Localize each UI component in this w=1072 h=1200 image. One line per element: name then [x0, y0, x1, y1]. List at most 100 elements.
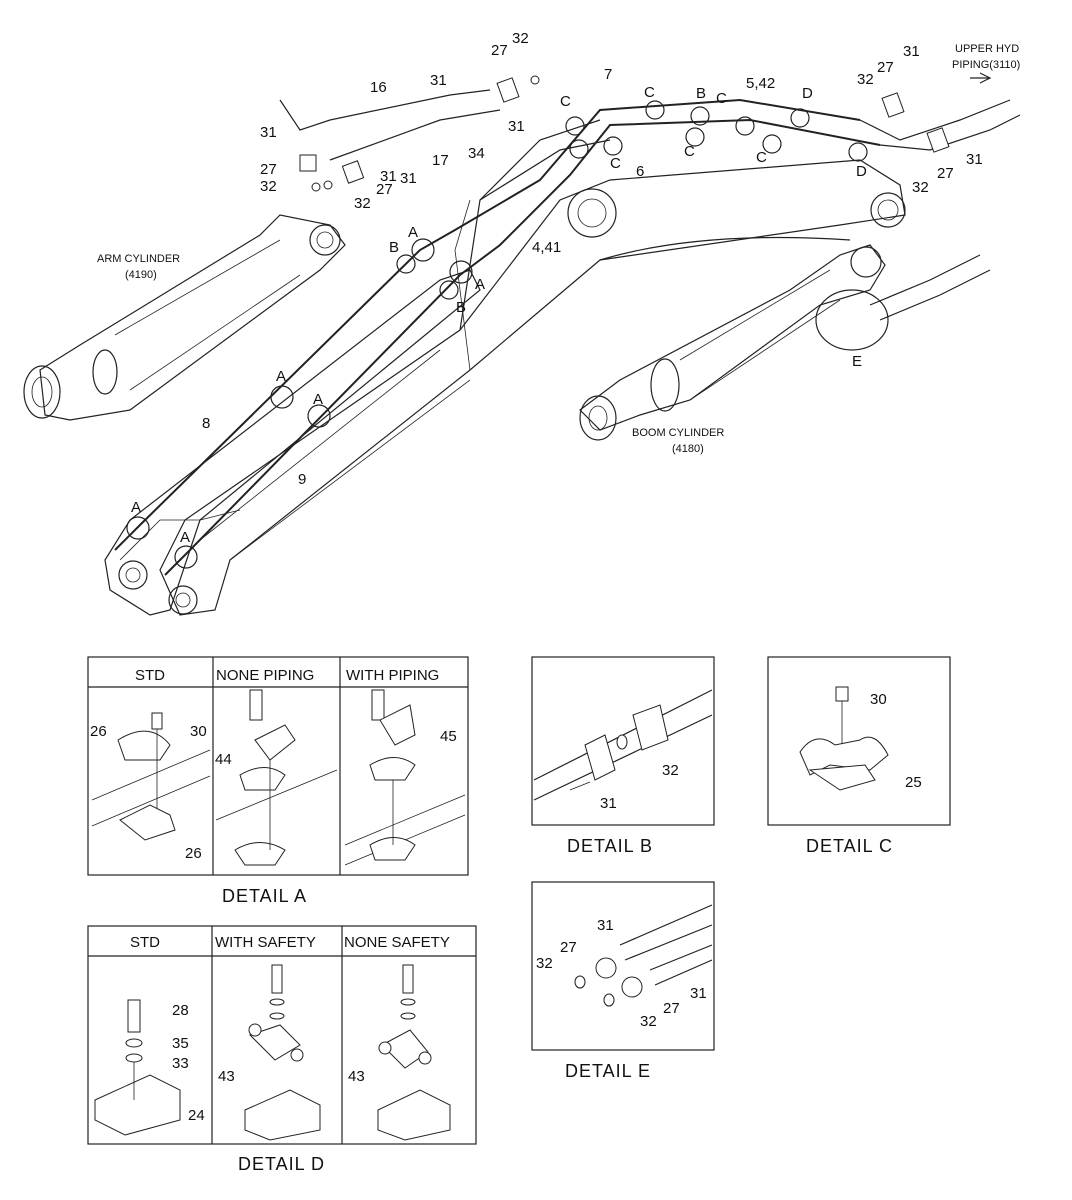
detail-c-callout: 25: [905, 774, 922, 791]
top-fittings: [299, 75, 950, 192]
callout: 31: [430, 72, 447, 89]
callout: 31: [380, 168, 397, 185]
detail-d-callout: 33: [172, 1055, 189, 1072]
arm-cylinder-label: ARM CYLINDER: [97, 253, 180, 265]
detail-b-callout: 32: [662, 762, 679, 779]
main-callouts: 32 27 31 31 16 7 C C B C 5,42 D 31 32 27…: [131, 30, 983, 546]
callout: C: [756, 149, 767, 166]
callout: 32: [512, 30, 529, 47]
detail-d-callout: 35: [172, 1035, 189, 1052]
boom-cylinder-code: (4180): [672, 443, 704, 455]
callout: C: [684, 143, 695, 160]
upper-hyd-code: PIPING(3110): [952, 59, 1020, 71]
callout: 31: [260, 124, 277, 141]
detail-d-header-none-safety: NONE SAFETY: [344, 934, 450, 951]
arm-cylinder: [23, 214, 346, 421]
callout: 6: [636, 163, 644, 180]
callout: 17: [432, 152, 449, 169]
detail-d-caption: DETAIL D: [238, 1154, 325, 1174]
detail-d-callout: 43: [348, 1068, 365, 1085]
detail-d-panel: STD WITH SAFETY NONE SAFETY 28 35 33 24 …: [87, 925, 477, 1174]
detail-b-caption: DETAIL B: [567, 836, 653, 856]
upper-hyd-label: UPPER HYD: [955, 43, 1019, 55]
detail-d-callout: 28: [172, 1002, 189, 1019]
detail-e-callout: 27: [663, 1000, 680, 1017]
callout: 27: [877, 59, 894, 76]
detail-a-header-std: STD: [135, 667, 165, 684]
callout: 27: [376, 181, 393, 198]
detail-d-header-with-safety: WITH SAFETY: [215, 934, 316, 951]
callout: B: [456, 299, 466, 316]
callout: 27: [260, 161, 277, 178]
detail-b-panel: 32 31 DETAIL B: [531, 656, 715, 856]
arm-structure: [104, 269, 481, 616]
detail-e-caption: DETAIL E: [565, 1061, 651, 1081]
clamp-d-std: [94, 999, 181, 1136]
detail-a-panel: STD NONE PIPING WITH PIPING 26 30 26 44: [87, 656, 469, 906]
clamp-none-piping: [215, 689, 338, 866]
callout: 5,42: [746, 75, 775, 92]
arm-cylinder-code: (4190): [125, 269, 157, 281]
detail-c-caption: DETAIL C: [806, 836, 893, 856]
detail-e-callout: 31: [690, 985, 707, 1002]
callout: 27: [491, 42, 508, 59]
clamp-std: [91, 712, 211, 841]
detail-d-header-std: STD: [130, 934, 160, 951]
callout: 31: [903, 43, 920, 60]
clamp-d-none-safety: [377, 964, 451, 1141]
callout: C: [716, 90, 727, 107]
detail-a-callout: 44: [215, 751, 232, 768]
callout: 31: [400, 170, 417, 187]
callout: 34: [468, 145, 485, 162]
detail-a-callout: 30: [190, 723, 207, 740]
detail-e-callout: 32: [640, 1013, 657, 1030]
callout: D: [856, 163, 867, 180]
arm-pipes: [114, 89, 1021, 576]
detail-a-caption: DETAIL A: [222, 886, 307, 906]
callout: B: [389, 239, 399, 256]
callout: A: [313, 391, 323, 408]
detail-a-callout: 45: [440, 728, 457, 745]
detail-d-callout: 24: [188, 1107, 205, 1124]
detail-a-callout: 26: [185, 845, 202, 862]
main-text-labels: ARM CYLINDER (4190) BOOM CYLINDER (4180)…: [97, 43, 1020, 455]
detail-a-header-none-piping: NONE PIPING: [216, 667, 314, 684]
callout: A: [180, 529, 190, 546]
callout: C: [610, 155, 621, 172]
detail-a-header-with-piping: WITH PIPING: [346, 667, 439, 684]
callout: 7: [604, 66, 612, 83]
callout: D: [802, 85, 813, 102]
clamp-with-piping: [344, 689, 466, 866]
callout: 32: [354, 195, 371, 212]
callout: 9: [298, 471, 306, 488]
detail-c-callout: 30: [870, 691, 887, 708]
callout: 31: [966, 151, 983, 168]
detail-c-panel: 30 25 DETAIL C: [767, 656, 951, 856]
callout: A: [276, 368, 286, 385]
boom-cylinder-label: BOOM CYLINDER: [632, 427, 724, 439]
callout: B: [696, 85, 706, 102]
callout: 27: [937, 165, 954, 182]
detail-d-callout: 43: [218, 1068, 235, 1085]
callout: 16: [370, 79, 387, 96]
callout: A: [408, 224, 418, 241]
detail-e-panel: 31 27 32 31 27 32 DETAIL E: [531, 881, 715, 1081]
callout: 32: [912, 179, 929, 196]
main-assembly-drawing: [23, 75, 1021, 616]
callout: A: [131, 499, 141, 516]
clamp-d-with-safety: [244, 964, 321, 1141]
callout: 8: [202, 415, 210, 432]
detail-a-callout: 26: [90, 723, 107, 740]
callout: E: [852, 353, 862, 370]
callout: C: [644, 84, 655, 101]
callout: 32: [260, 178, 277, 195]
upper-hyd-arrow-icon: [970, 72, 992, 84]
detail-b-callout: 31: [600, 795, 617, 812]
detail-e-callout: 31: [597, 917, 614, 934]
detail-e-callout: 32: [536, 955, 553, 972]
callout: C: [560, 93, 571, 110]
callout: 32: [857, 71, 874, 88]
callout: 31: [508, 118, 525, 135]
detail-e-callout: 27: [560, 939, 577, 956]
